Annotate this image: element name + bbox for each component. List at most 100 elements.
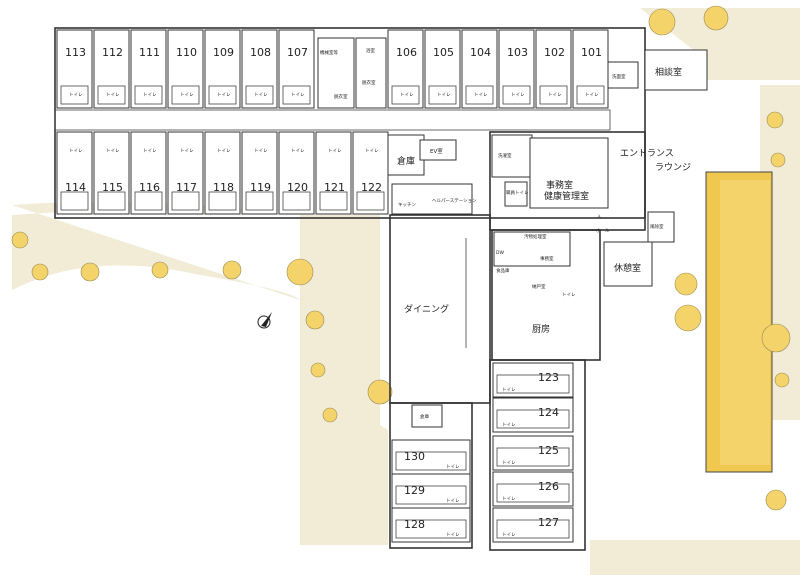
- toilet-label: トイレ: [69, 149, 83, 154]
- toilet-label: トイレ: [217, 149, 231, 154]
- room-number: 120: [287, 181, 308, 194]
- guest-room: 128 トイレ: [391, 507, 471, 543]
- ev-label: EV室: [430, 147, 443, 155]
- dining-hall: ダイニング: [389, 214, 491, 404]
- health-room-label: 健康管理室: [544, 190, 589, 202]
- guest-room: 108 トイレ: [241, 29, 278, 109]
- room-number: 101: [581, 46, 602, 59]
- guest-room: 124 トイレ: [492, 397, 574, 433]
- guest-room: 101 トイレ: [572, 29, 609, 109]
- dining-label: ダイニング: [404, 303, 449, 315]
- toilet-label: トイレ: [254, 93, 268, 98]
- room-number: 113: [65, 46, 86, 59]
- food-store-label: 食品庫: [496, 267, 510, 274]
- toilet-label: トイレ: [502, 533, 516, 538]
- room-number: 129: [404, 484, 425, 497]
- guest-room: 118 トイレ: [204, 131, 241, 215]
- room-number: 124: [538, 406, 559, 419]
- toilet-label: トイレ: [217, 93, 231, 98]
- room-number: 102: [544, 46, 565, 59]
- dirty-label: 汚物処理室: [524, 233, 547, 240]
- room-number: 130: [404, 450, 425, 463]
- toilet-label: トイレ: [291, 93, 305, 98]
- room-number: 108: [250, 46, 271, 59]
- toilet-label: トイレ: [254, 149, 268, 154]
- office2-label: 事務室: [540, 255, 554, 262]
- room-number: 128: [404, 518, 425, 531]
- lounge-label: ラウンジ: [655, 162, 691, 173]
- service-north: 機械室等 浴室 脱衣室 脱衣室: [317, 37, 387, 109]
- toilet-label: トイレ: [400, 93, 414, 98]
- room-number: 118: [213, 181, 234, 194]
- guest-room: 130 トイレ: [391, 439, 471, 475]
- guest-room: 125 トイレ: [492, 435, 574, 471]
- room-number: 123: [538, 371, 559, 384]
- toilet-label: トイレ: [585, 93, 599, 98]
- dressing-right-label: 脱衣室: [362, 79, 376, 86]
- room-number: 107: [287, 46, 308, 59]
- kitchen-block: 汚物処理室 DW 事務室 食品庫 納戸室 トイレ 厨房: [491, 229, 601, 361]
- toilet-label: トイレ: [446, 533, 460, 538]
- north-wing: [54, 27, 646, 219]
- office-label: 事務室: [546, 179, 573, 191]
- room-number: 127: [538, 516, 559, 529]
- laundry-label: 洗濯室: [498, 152, 512, 159]
- toilet-label: トイレ: [365, 149, 379, 154]
- toilet-label: トイレ: [180, 149, 194, 154]
- toilet-label: トイレ: [437, 93, 451, 98]
- room-number: 110: [176, 46, 197, 59]
- trees: [11, 5, 791, 511]
- wash-label: 洗面室: [612, 73, 626, 80]
- north-rooms: 113トイレ112トイレ111トイレ110トイレ109トイレ108トイレ107ト…: [56, 29, 609, 109]
- storage2-label: 倉庫: [420, 413, 429, 420]
- room-number: 111: [139, 46, 160, 59]
- kitchen-label: キッチン: [398, 202, 416, 208]
- tore-label: トイレ: [562, 293, 576, 298]
- southeast-wing: [489, 359, 586, 551]
- entry-label: 入: [597, 215, 602, 220]
- room-number: 119: [250, 181, 271, 194]
- toilet-label: トイレ: [502, 497, 516, 502]
- toilet-label: トイレ: [69, 93, 83, 98]
- toilet-label: トイレ: [143, 93, 157, 98]
- toilet-label: トイレ: [446, 465, 460, 470]
- toilet-label: トイレ: [106, 93, 120, 98]
- toilet-label: トイレ: [548, 93, 562, 98]
- guest-room: 126 トイレ: [492, 471, 574, 507]
- rest-room-label: 休憩室: [614, 262, 641, 274]
- toilet-label: トイレ: [502, 423, 516, 428]
- south-rooms: 114トイレ115トイレ116トイレ117トイレ118トイレ119トイレ120ト…: [56, 131, 389, 215]
- guest-room: 107 トイレ: [278, 29, 315, 109]
- room-number: 126: [538, 480, 559, 493]
- guest-room: 102 トイレ: [535, 29, 572, 109]
- kitchen2-label: 厨房: [532, 323, 550, 335]
- storage-label: 倉庫: [397, 155, 415, 167]
- guest-room: 127 トイレ: [492, 507, 574, 543]
- toilet-label: トイレ: [106, 149, 120, 154]
- consult-label: 相談室: [655, 66, 682, 78]
- toilet-label: トイレ: [511, 93, 525, 98]
- staff-area-label: 納戸室: [532, 283, 546, 290]
- room-number: 105: [433, 46, 454, 59]
- room-number: 122: [361, 181, 382, 194]
- dressing-left-label: 脱衣室: [334, 93, 348, 100]
- toilet-label: トイレ: [474, 93, 488, 98]
- guest-room: 119 トイレ: [241, 131, 278, 215]
- guest-room: 105 トイレ: [424, 29, 461, 109]
- toilet-label: トイレ: [502, 461, 516, 466]
- room-number: 125: [538, 444, 559, 457]
- hall-label: ホール: [596, 228, 610, 234]
